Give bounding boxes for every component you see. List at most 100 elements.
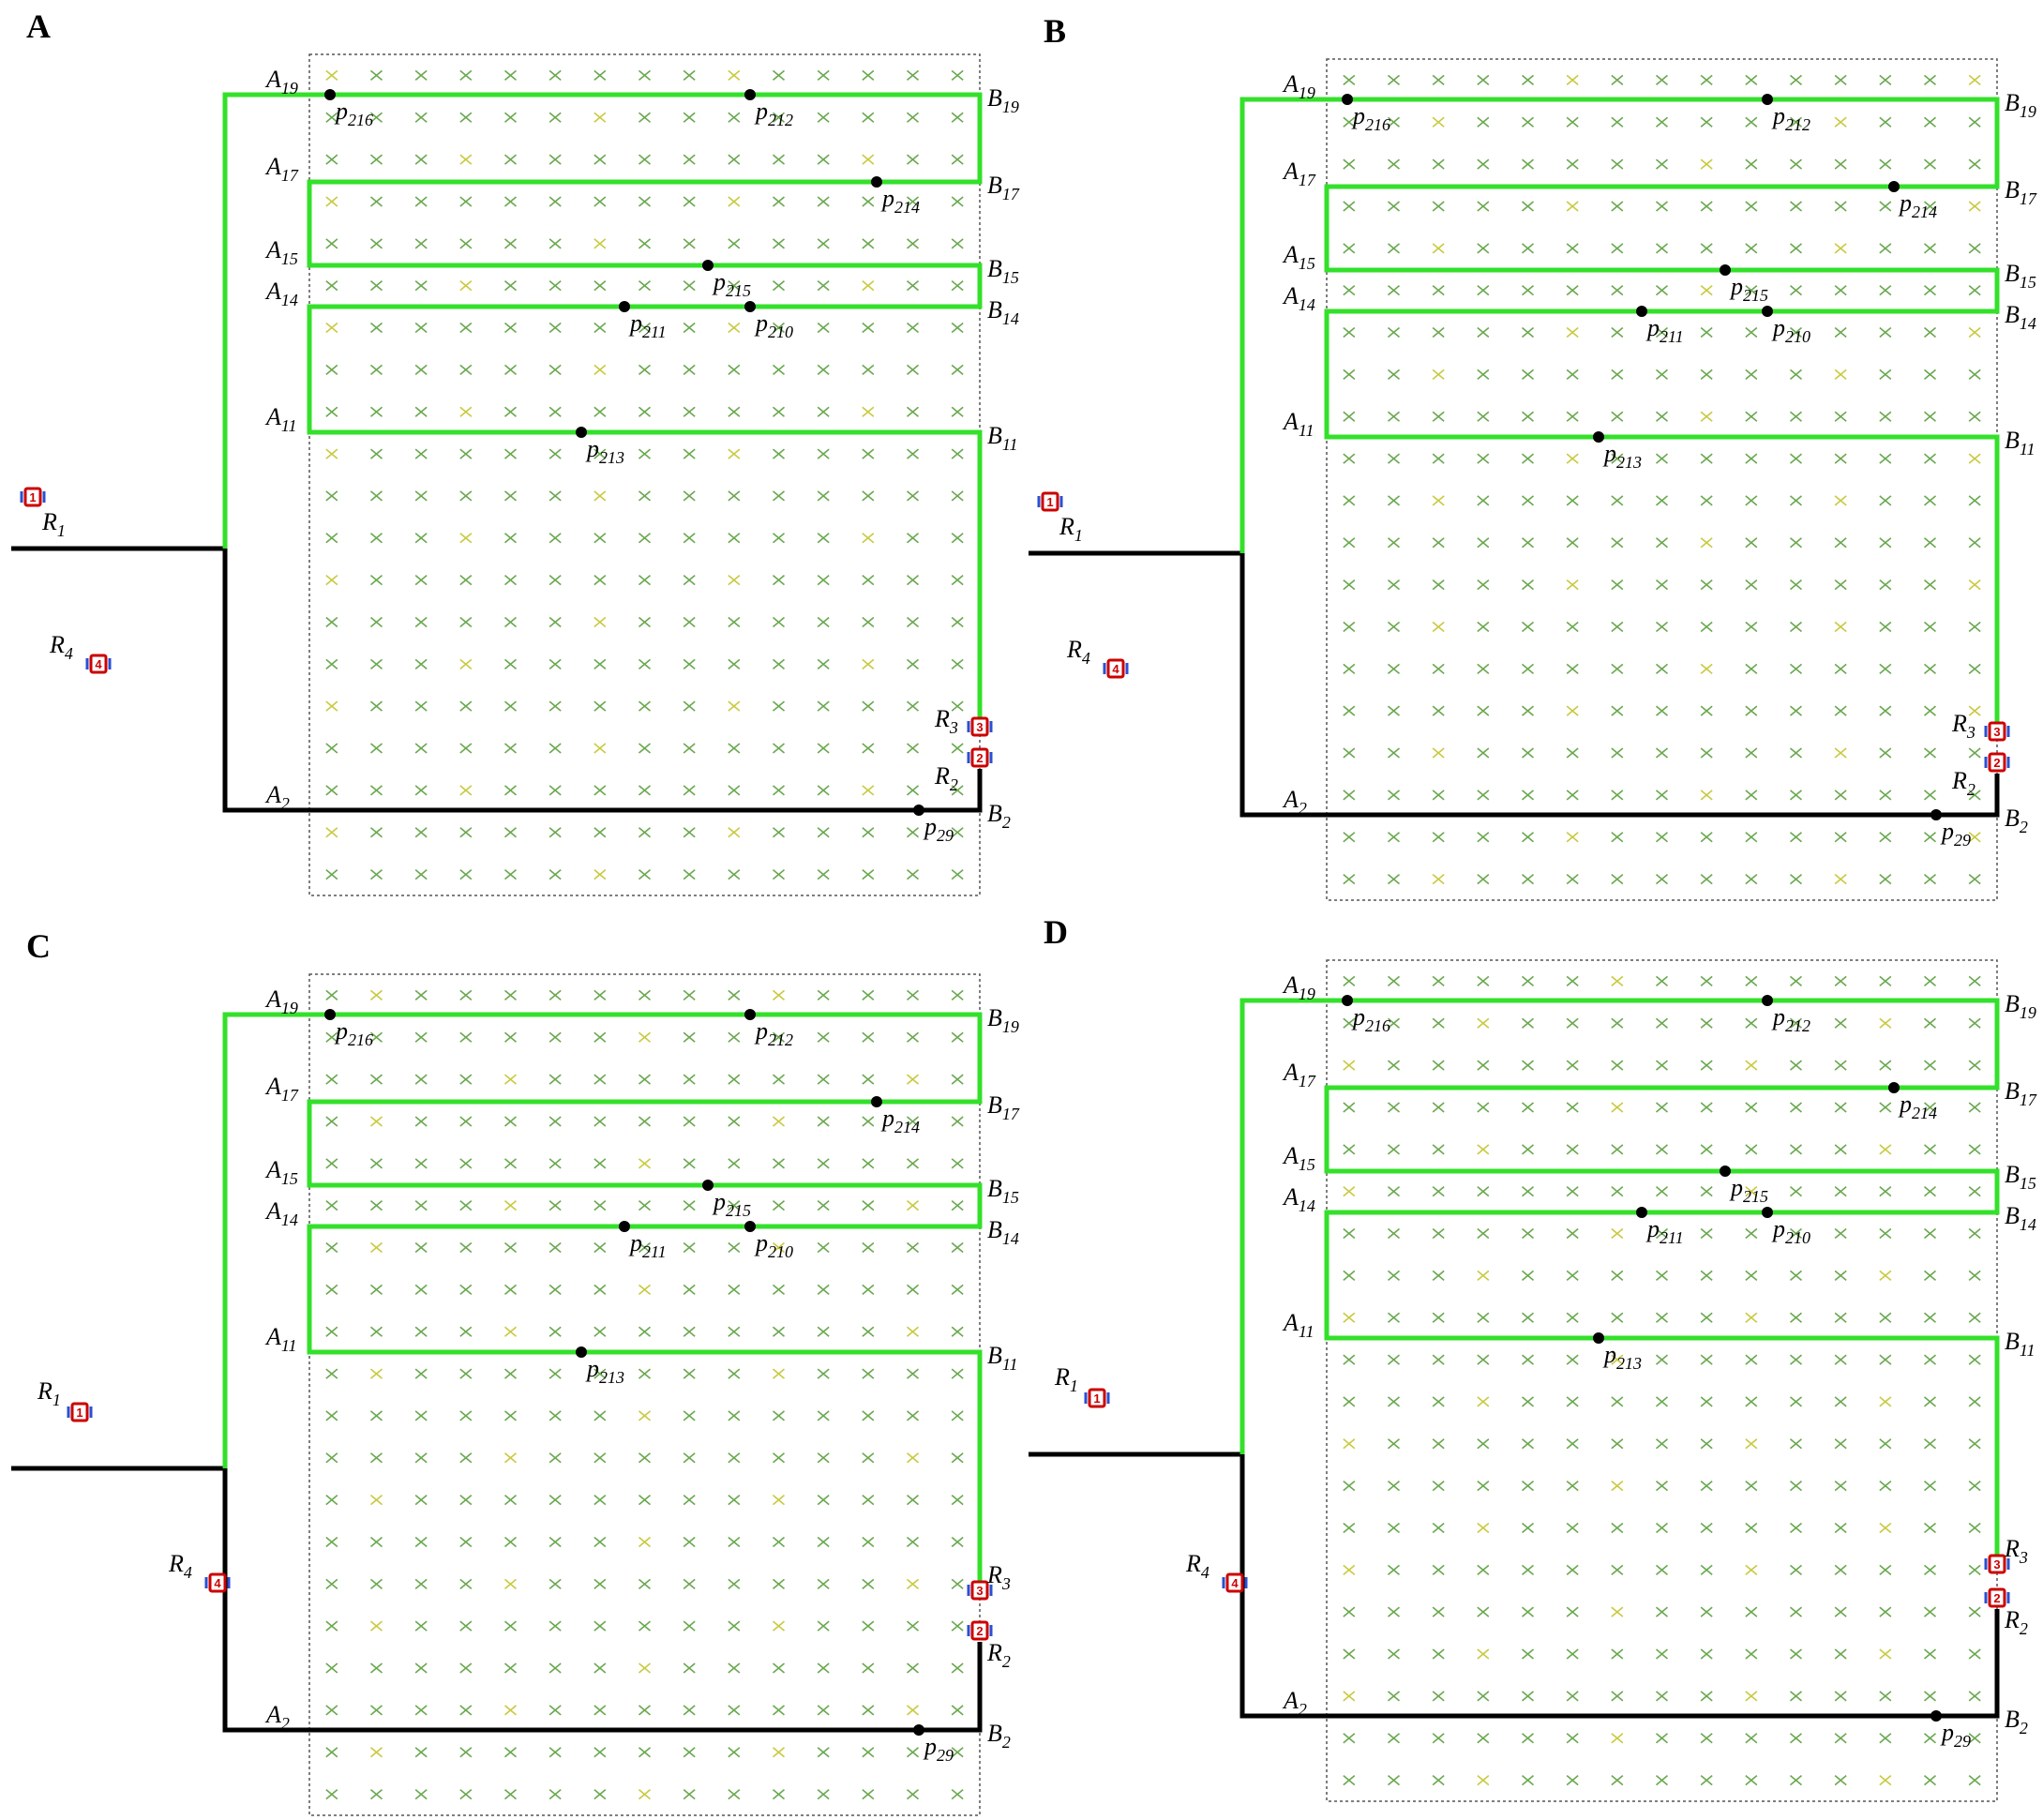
plant xyxy=(414,1326,428,1337)
plant xyxy=(325,364,338,375)
plant xyxy=(862,1368,875,1379)
plant xyxy=(951,575,964,586)
plant xyxy=(1834,74,1847,86)
plant xyxy=(817,1200,830,1211)
plant xyxy=(1387,453,1401,464)
plant xyxy=(906,1747,920,1758)
plant xyxy=(369,1788,383,1800)
row-label-right: B19 xyxy=(987,84,1019,116)
plant xyxy=(951,827,964,838)
plant xyxy=(1343,1396,1356,1407)
plant xyxy=(638,827,652,838)
plant xyxy=(1789,285,1803,296)
waypoint-marker xyxy=(1593,431,1604,443)
plant xyxy=(548,1116,562,1127)
plant xyxy=(593,280,607,292)
plant xyxy=(1745,201,1758,212)
plant xyxy=(1700,663,1713,674)
plant xyxy=(1611,1438,1624,1450)
plant xyxy=(772,1495,786,1506)
plant xyxy=(1477,1017,1490,1029)
plant xyxy=(728,1620,741,1632)
plant xyxy=(1655,1691,1669,1702)
plant xyxy=(728,575,741,586)
plant xyxy=(1477,747,1490,759)
plant xyxy=(1566,1354,1579,1365)
plant xyxy=(1923,1312,1937,1323)
plant xyxy=(772,827,786,838)
plant xyxy=(817,112,830,123)
plant xyxy=(1387,873,1401,885)
plant xyxy=(1655,1648,1669,1660)
plant xyxy=(369,1495,383,1506)
robot-1-icon: 1 xyxy=(1037,491,1063,512)
plant xyxy=(548,112,562,123)
plant xyxy=(728,743,741,754)
plant xyxy=(1968,1354,1981,1365)
plant xyxy=(683,1368,696,1379)
plant xyxy=(1745,747,1758,759)
plant xyxy=(414,1158,428,1169)
plant xyxy=(459,1495,473,1506)
plant xyxy=(906,700,920,712)
plant xyxy=(683,112,696,123)
plant xyxy=(1655,201,1669,212)
plant xyxy=(369,1662,383,1674)
plant xyxy=(638,1620,652,1632)
plant xyxy=(1700,1691,1713,1702)
plant xyxy=(1834,579,1847,591)
plant xyxy=(325,280,338,292)
plant xyxy=(1387,1774,1401,1786)
plant xyxy=(1923,74,1937,86)
plant xyxy=(1879,1017,1892,1029)
plant xyxy=(1700,1017,1713,1029)
waypoint-label: p210 xyxy=(754,1229,793,1261)
plant xyxy=(1477,369,1490,380)
plant xyxy=(1655,1102,1669,1113)
plant xyxy=(593,700,607,712)
plant xyxy=(638,154,652,165)
plant xyxy=(728,1031,741,1043)
plant xyxy=(1387,495,1401,506)
plant xyxy=(1611,1481,1624,1492)
plant xyxy=(414,1788,428,1800)
plant xyxy=(1477,1102,1490,1113)
plant xyxy=(1968,453,1981,464)
panel-label: A xyxy=(26,8,51,45)
field-boundary xyxy=(308,973,981,1816)
plant xyxy=(683,1620,696,1632)
plant xyxy=(548,1410,562,1421)
plant xyxy=(593,322,607,334)
plant xyxy=(1343,1017,1356,1029)
plant xyxy=(369,1031,383,1043)
plant xyxy=(1968,1733,1981,1744)
plant xyxy=(1566,1438,1579,1450)
plant xyxy=(1655,326,1669,338)
plant xyxy=(548,658,562,669)
plant xyxy=(1343,747,1356,759)
plant xyxy=(503,1620,518,1632)
plant xyxy=(459,1074,473,1085)
plant xyxy=(1521,158,1535,170)
plant xyxy=(1387,1227,1401,1240)
plant xyxy=(325,1452,338,1464)
plant xyxy=(1700,453,1713,464)
plant xyxy=(548,1620,562,1632)
plant xyxy=(683,1662,696,1674)
plant xyxy=(817,280,830,292)
plant xyxy=(1477,116,1490,128)
plant xyxy=(728,989,741,1001)
plant xyxy=(1477,832,1490,843)
plant xyxy=(1655,1733,1669,1744)
robot-label: R3 xyxy=(986,1561,1011,1593)
plant xyxy=(817,322,830,334)
plant xyxy=(1655,579,1669,591)
panel-label: B xyxy=(1044,12,1066,50)
plant xyxy=(772,616,786,628)
plant xyxy=(862,1578,875,1589)
plant xyxy=(951,1495,964,1506)
plant xyxy=(951,364,964,375)
plant xyxy=(459,616,473,628)
plant xyxy=(1432,453,1445,464)
